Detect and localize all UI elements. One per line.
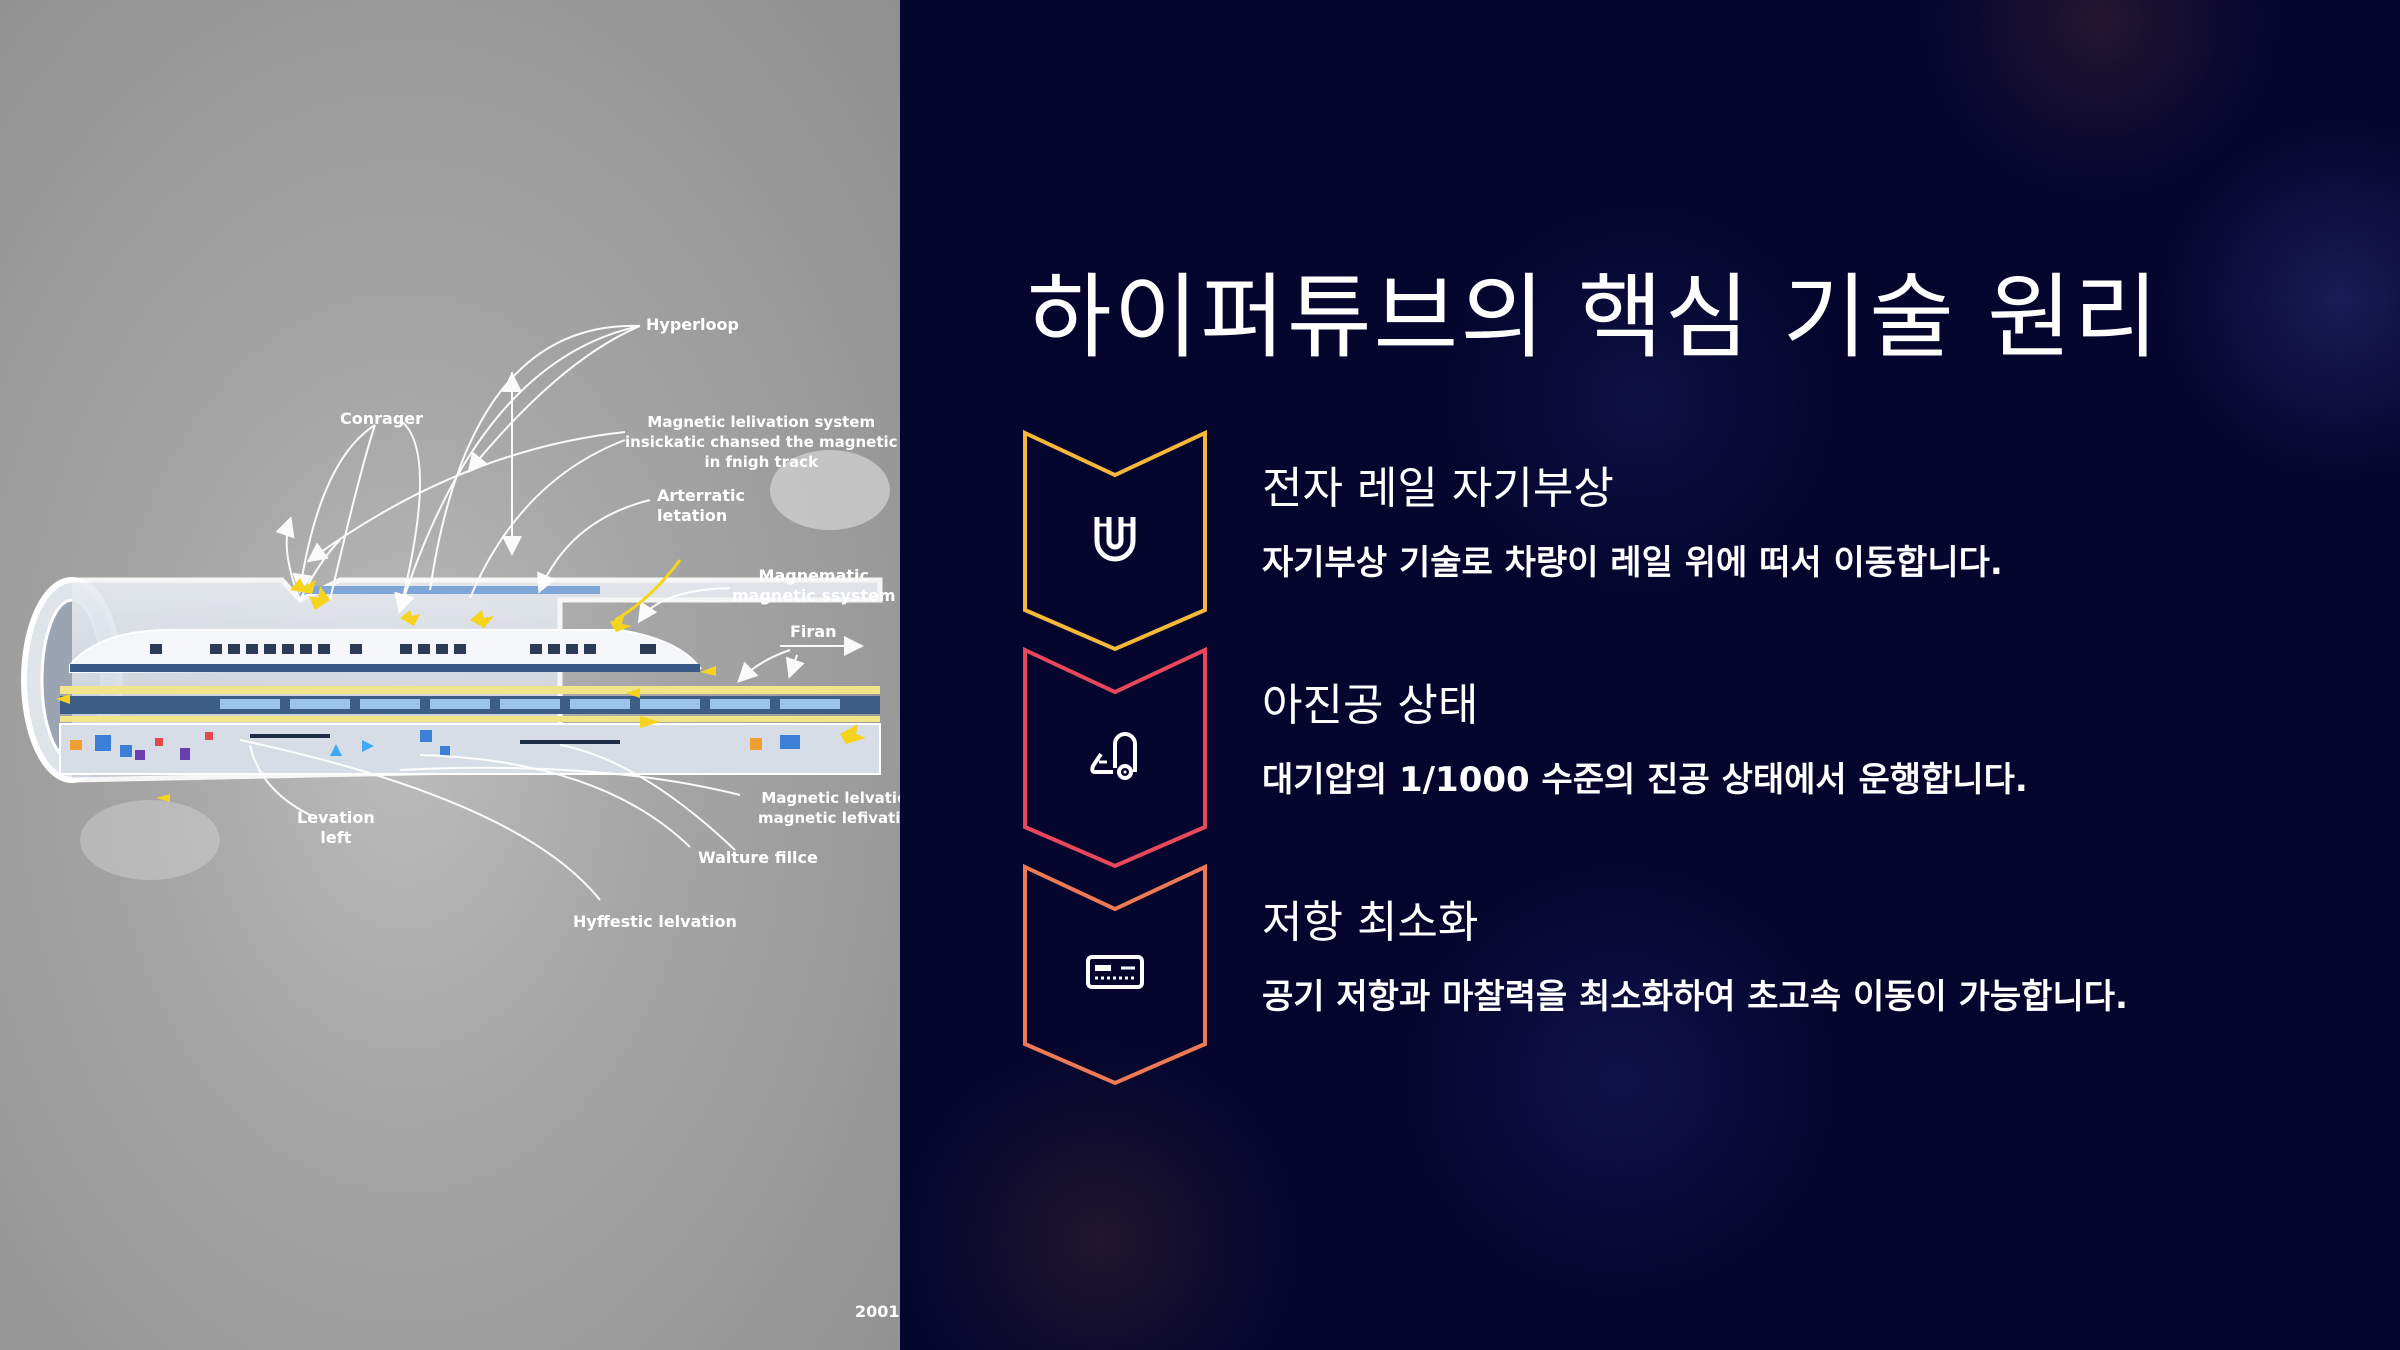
magnet-icon (1022, 506, 1208, 572)
chevron-frame (1023, 647, 1207, 869)
yellow-leader (614, 559, 682, 622)
label-levation-left: Levation left (297, 808, 375, 847)
label-firan: Firan (790, 622, 837, 641)
label-arterratic: Arterratic letation (657, 486, 745, 525)
yellow-arrows (56, 578, 866, 802)
content-panel: 하이퍼튜브의 핵심 기술 원리 전자 레일 자기부상 자기부상 기술로 차량이 … (900, 0, 2400, 1350)
label-magnetic-lelvation: Magnetic lelvation magnetic lefivation (758, 789, 900, 827)
label-maglev-system: Magnetic lelivation system insickatic ch… (625, 413, 898, 471)
feature-low-resistance: 저항 최소화 공기 저항과 마찰력을 최소화하여 초고속 이동이 가능합니다. (1022, 864, 2362, 1086)
feature-description: 자기부상 기술로 차량이 레일 위에 떠서 이동합니다. (1262, 543, 2003, 583)
feature-title: 전자 레일 자기부상 (1262, 463, 1614, 514)
feature-maglev: 전자 레일 자기부상 자기부상 기술로 차량이 레일 위에 떠서 이동합니다. (1022, 430, 2362, 652)
feature-title: 저항 최소화 (1262, 897, 1479, 948)
label-hyffestic-lelvation: Hyffestic lelvation (573, 912, 737, 931)
label-walture-fillce: Walture fillce (698, 848, 818, 867)
slide-title: 하이퍼튜브의 핵심 기술 원리 (1027, 264, 2161, 371)
chevron-frame (1023, 430, 1207, 652)
card-icon (1022, 940, 1208, 1006)
track (59, 686, 881, 775)
label-conrager: Conrager (340, 409, 424, 428)
vacuum-icon (1022, 723, 1208, 789)
feature-description: 대기압의 1/1000 수준의 진공 상태에서 운행합니다. (1262, 760, 2028, 800)
train (69, 629, 702, 674)
chevron-frame (1023, 864, 1207, 1086)
leader-lines (239, 324, 864, 901)
feature-description: 공기 저항과 마찰력을 최소화하여 초고속 이동이 가능합니다. (1262, 977, 2128, 1017)
hyperloop-diagram: Hyperloop Conrager Magnetic lelivation s… (0, 0, 900, 1350)
label-year: 2001 (855, 1302, 900, 1321)
hyperloop-illustration (21, 324, 890, 901)
feature-title: 아진공 상태 (1262, 680, 1479, 731)
feature-vacuum: 아진공 상태 대기압의 1/1000 수준의 진공 상태에서 운행합니다. (1022, 647, 2362, 869)
label-hyperloop: Hyperloop (646, 315, 739, 334)
label-magnematic: Magnematic magnetic ssystem (732, 566, 896, 605)
